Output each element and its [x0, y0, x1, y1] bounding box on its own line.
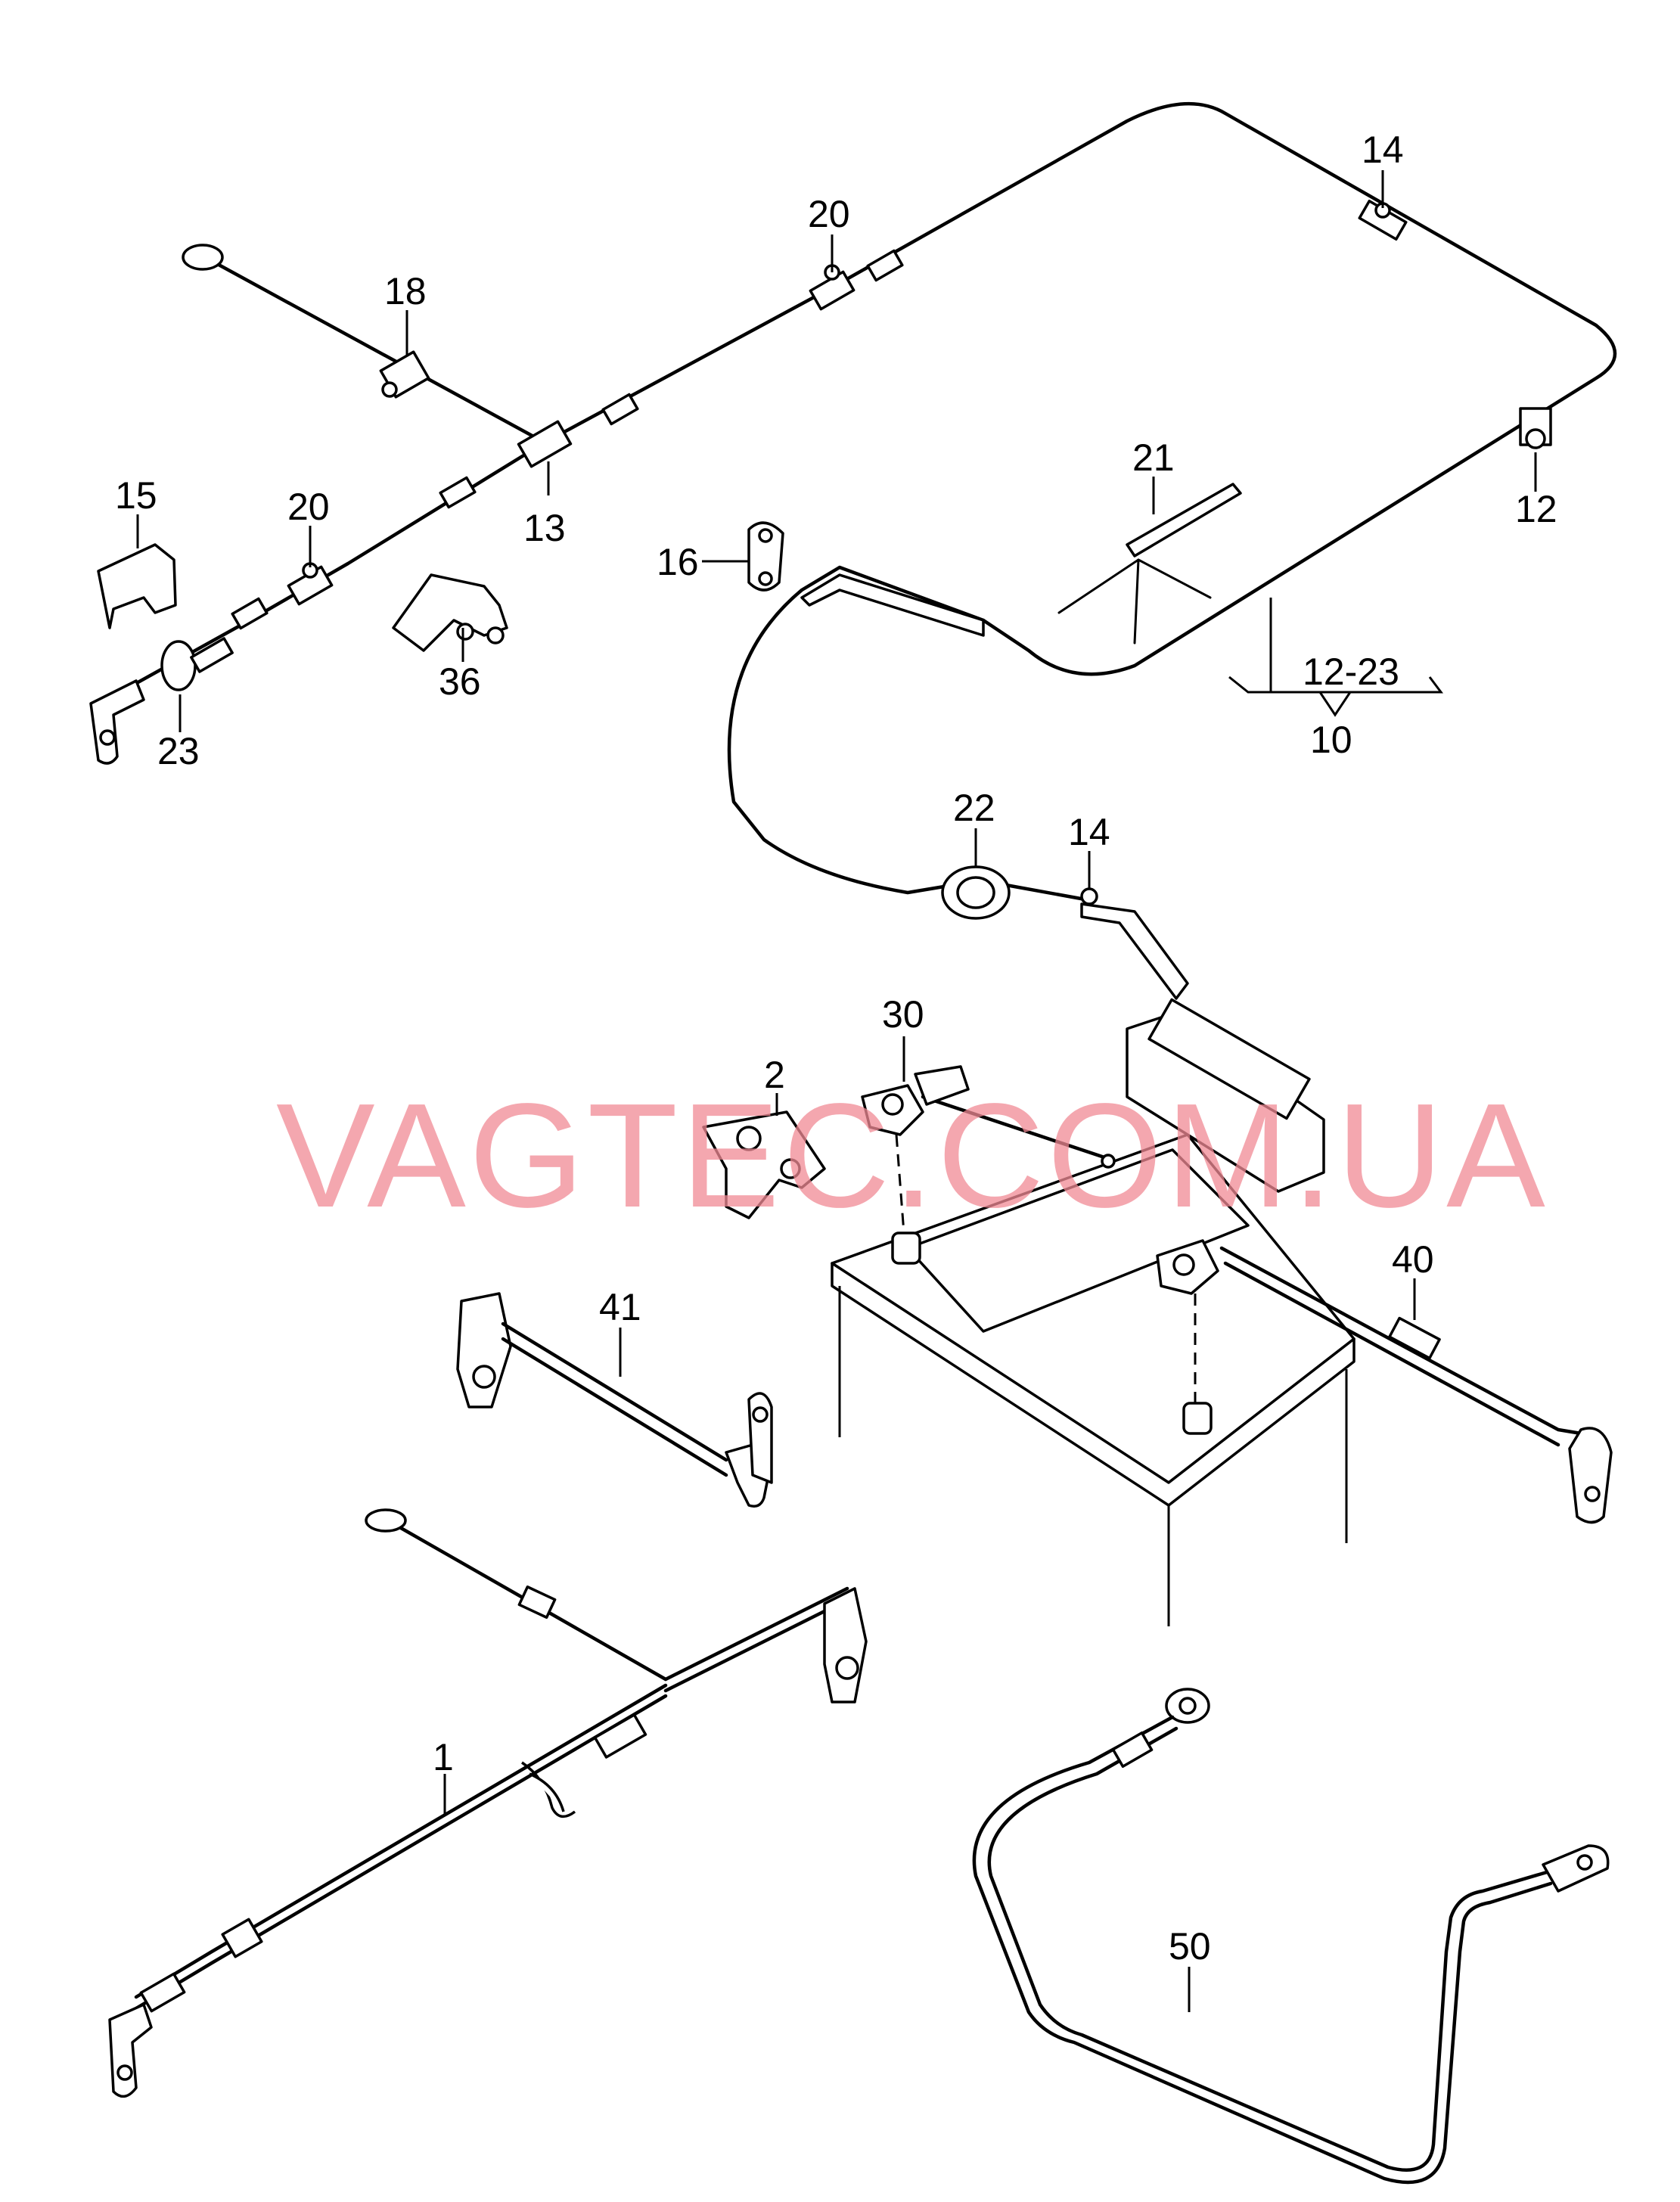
callout-13: 13	[523, 507, 566, 549]
callout-36: 36	[439, 660, 481, 703]
holder-36	[392, 573, 508, 652]
callout-30: 30	[882, 993, 924, 1036]
callout-40: 40	[1392, 1238, 1434, 1281]
battery	[831, 1133, 1355, 1626]
callout-22: 22	[953, 787, 995, 829]
callout-20-lower: 20	[287, 486, 330, 528]
callout-15: 15	[115, 474, 157, 517]
clip-14-lower	[1080, 887, 1189, 1000]
callout-12: 12	[1515, 488, 1557, 530]
callout-12-23: 12-23	[1303, 651, 1399, 693]
callout-16: 16	[657, 541, 699, 583]
grommet-22	[941, 865, 1011, 920]
clip-16	[747, 521, 784, 592]
battery-cable-1	[108, 1508, 868, 2098]
battery-cable-40	[1156, 1239, 1613, 1524]
callout-10: 10	[1310, 719, 1352, 761]
clip-14-top	[1358, 199, 1408, 241]
clip-12	[1519, 407, 1552, 449]
callout-50: 50	[1169, 1925, 1211, 1968]
callout-14-lower: 14	[1068, 811, 1110, 853]
callout-1: 1	[433, 1736, 454, 1778]
watermark: VAGTEC.COM.UA	[276, 1073, 1548, 1238]
callout-21: 21	[1132, 436, 1175, 479]
callout-41: 41	[599, 1286, 641, 1328]
callout-23: 23	[157, 730, 200, 772]
callout-20-upper: 20	[808, 193, 850, 235]
callout-labels: 1 2 10 12 12-23 13 14 14 15 16 18 20 20 …	[115, 129, 1557, 1968]
cable-tie-21	[1057, 483, 1242, 644]
callout-14-top: 14	[1362, 129, 1404, 171]
battery-cable-50	[972, 1688, 1610, 2185]
clip-18	[379, 350, 430, 399]
clamp-2	[702, 1110, 826, 1219]
callout-2: 2	[764, 1054, 785, 1096]
wiring-harness-10	[89, 101, 1617, 1000]
leader-lines	[136, 170, 1537, 2012]
cover-15	[97, 543, 177, 629]
clip-20-lower	[287, 562, 334, 606]
callout-18: 18	[384, 270, 427, 312]
terminal-23	[89, 637, 234, 765]
battery-cable-41	[456, 1292, 773, 1508]
clamp-30	[861, 1065, 1116, 1169]
control-unit	[1126, 998, 1325, 1193]
